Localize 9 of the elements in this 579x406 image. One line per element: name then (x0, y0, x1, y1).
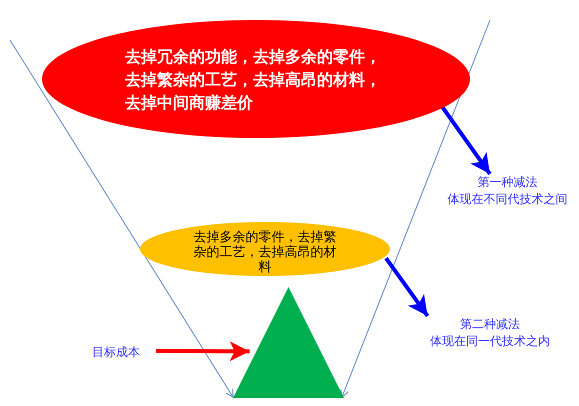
arrow (156, 341, 250, 362)
caption-text: 第一种减法 (478, 174, 538, 191)
arrow (384, 257, 430, 318)
caption-text: 第二种减法 (460, 316, 520, 333)
ellipse-text: 去掉冗余的功能，去掉多余的零件，去掉繁杂的工艺，去掉高昂的材料，去掉中间商赚差价 (125, 46, 382, 114)
caption-text: 体现在不同代技术之间 (448, 191, 568, 208)
ellipse-text: 去掉多余的零件，去掉繁杂的工艺，去掉高昂的材料 (192, 230, 338, 274)
caption-text: 体现在同一代技术之内 (430, 333, 550, 350)
label-text: 目标成本 (92, 344, 140, 360)
